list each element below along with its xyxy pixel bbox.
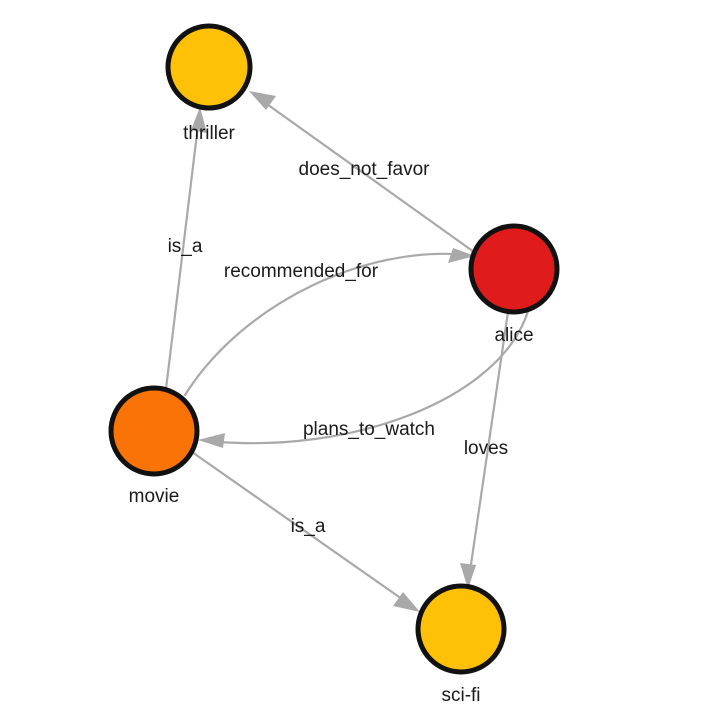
node-circle-scifi[interactable] [415, 583, 507, 675]
edge-line-loves [467, 310, 510, 580]
node-label-thriller: thriller [183, 123, 235, 144]
edge-label-layer: does_not_favor is_a recommended_for plan… [168, 159, 509, 537]
edge-label-is-a-thriller: is_a [168, 236, 203, 257]
node-thriller[interactable] [165, 23, 253, 111]
node-circle-movie[interactable] [108, 385, 200, 477]
node-label-layer: thriller alice movie sci-fi [129, 123, 534, 706]
arrow-head-plans-to-watch [198, 433, 225, 448]
edge-line-recommended-for [183, 252, 468, 397]
edge-movie-alice[interactable] [183, 248, 475, 397]
edge-label-loves: loves [464, 438, 508, 459]
arrow-head-recommended-for [448, 248, 475, 263]
edge-label-is-a-scifi: is_a [291, 516, 326, 537]
node-label-movie: movie [129, 486, 180, 507]
edge-line-is-a-thriller [164, 115, 201, 391]
edge-line-is-a-scifi [190, 450, 414, 608]
node-circle-alice[interactable] [468, 223, 560, 315]
node-scifi[interactable] [415, 583, 507, 675]
edge-label-recommended-for: recommended_for [224, 261, 379, 282]
node-label-alice: alice [494, 325, 533, 346]
edge-movie-thriller[interactable] [164, 107, 207, 391]
arrow-head-loves [460, 563, 476, 589]
node-movie[interactable] [108, 385, 200, 477]
edge-label-plans-to-watch: plans_to_watch [303, 419, 435, 440]
arrow-head-is-a-scifi [393, 592, 420, 612]
arrow-head-is-a-thriller [191, 107, 207, 133]
edge-movie-scifi[interactable] [190, 450, 420, 612]
edge-alice-movie[interactable] [198, 309, 530, 448]
edge-line-plans-to-watch [206, 309, 530, 445]
node-circle-thriller[interactable] [165, 23, 253, 111]
edge-alice-thriller[interactable] [249, 91, 476, 254]
edge-label-does-not-favor: does_not_favor [299, 159, 431, 180]
edge-alice-scifi[interactable] [460, 310, 510, 589]
edge-layer [164, 91, 530, 612]
node-alice[interactable] [468, 223, 560, 315]
node-layer [108, 23, 560, 675]
edge-line-does-not-favor [255, 95, 476, 254]
arrow-head-does-not-favor [249, 91, 276, 110]
node-label-scifi: sci-fi [441, 685, 480, 706]
